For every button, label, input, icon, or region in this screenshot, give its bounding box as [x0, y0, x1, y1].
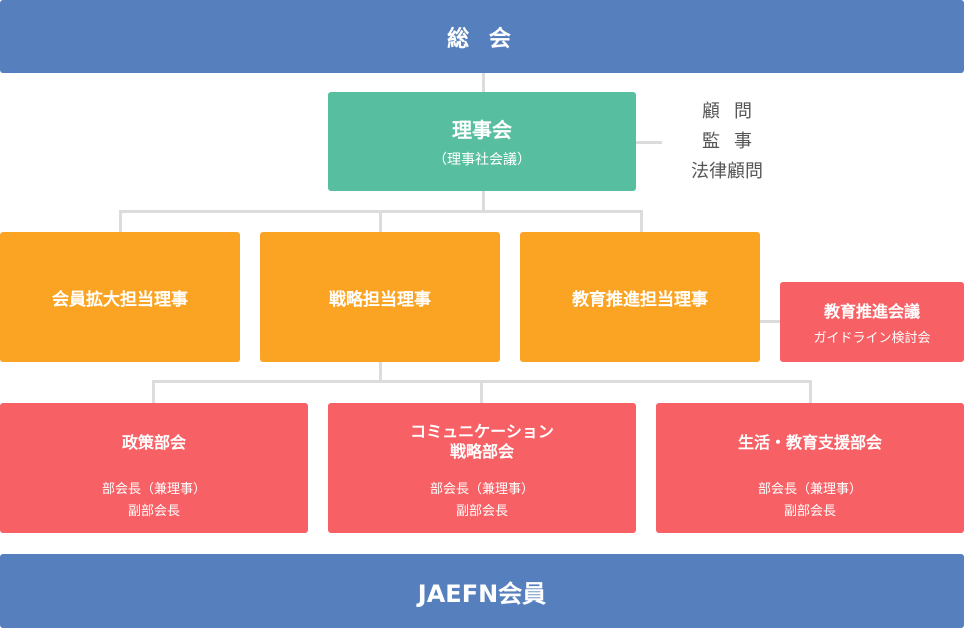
- department-role: 副部会長: [455, 504, 508, 519]
- education-council-box: 教育推進会議 ガイドライン検討会: [780, 282, 964, 362]
- general-assembly-label: 総 会: [447, 26, 517, 52]
- council-title: 教育推進会議: [823, 302, 920, 321]
- advisor-item: 法律顧問: [691, 161, 763, 182]
- department-name: 政策部会: [122, 433, 186, 453]
- department-roles: 部会長（兼理事） 副部会長: [430, 479, 534, 523]
- connector-dept-1: [152, 380, 155, 403]
- connector-board-down: [482, 191, 485, 212]
- department-box: コミュニケーション 戦略部会 部会長（兼理事） 副部会長: [328, 403, 636, 533]
- department-role: 部会長（兼理事）: [429, 482, 534, 497]
- director-label: 教育推進担当理事: [572, 289, 708, 310]
- department-roles: 部会長（兼理事） 副部会長: [102, 479, 206, 523]
- connector-director-3: [640, 210, 643, 232]
- department-role: 部会長（兼理事）: [101, 482, 206, 497]
- department-name: 生活・教育支援部会: [738, 433, 882, 453]
- advisors-list: 顧問 監事 法律顧問: [672, 97, 782, 187]
- department-box: 政策部会 部会長（兼理事） 副部会長: [0, 403, 308, 533]
- members-label: JAEFN会員: [417, 579, 547, 608]
- department-role: 副部会長: [783, 504, 836, 519]
- connector-strategy-down: [379, 362, 382, 382]
- connector-director-council: [760, 320, 780, 323]
- advisor-item: 顧問: [702, 101, 766, 122]
- director-box: 戦略担当理事: [260, 232, 500, 362]
- connector-dept-2: [480, 380, 483, 403]
- department-role: 副部会長: [127, 504, 180, 519]
- department-box: 生活・教育支援部会 部会長（兼理事） 副部会長: [656, 403, 964, 533]
- department-name: コミュニケーション 戦略部会: [410, 422, 554, 462]
- general-assembly-bar: 総 会: [0, 0, 964, 73]
- advisor-item: 監事: [702, 131, 766, 152]
- board-title: 理事会: [452, 118, 512, 142]
- board-box: 理事会 （理事社会議）: [328, 92, 636, 191]
- department-name-line: 政策部会: [121, 433, 186, 452]
- connector-assembly-board: [482, 73, 485, 92]
- director-label: 戦略担当理事: [329, 289, 431, 310]
- director-box: 会員拡大担当理事: [0, 232, 240, 362]
- director-label: 会員拡大担当理事: [52, 289, 188, 310]
- connector-dept-3: [809, 380, 812, 403]
- council-subtitle: ガイドライン検討会: [813, 331, 931, 346]
- department-role: 部会長（兼理事）: [757, 482, 862, 497]
- connector-director-1: [119, 210, 122, 232]
- members-bar: JAEFN会員: [0, 554, 964, 628]
- department-name-line: コミュニケーション: [410, 422, 554, 441]
- connector-board-advisors: [636, 141, 662, 144]
- department-name-line: 生活・教育支援部会: [737, 433, 882, 452]
- connector-director-2: [379, 210, 382, 232]
- board-subtitle: （理事社会議）: [433, 152, 531, 168]
- department-roles: 部会長（兼理事） 副部会長: [758, 479, 862, 523]
- director-box: 教育推進担当理事: [520, 232, 760, 362]
- department-name-line: 戦略部会: [449, 442, 514, 461]
